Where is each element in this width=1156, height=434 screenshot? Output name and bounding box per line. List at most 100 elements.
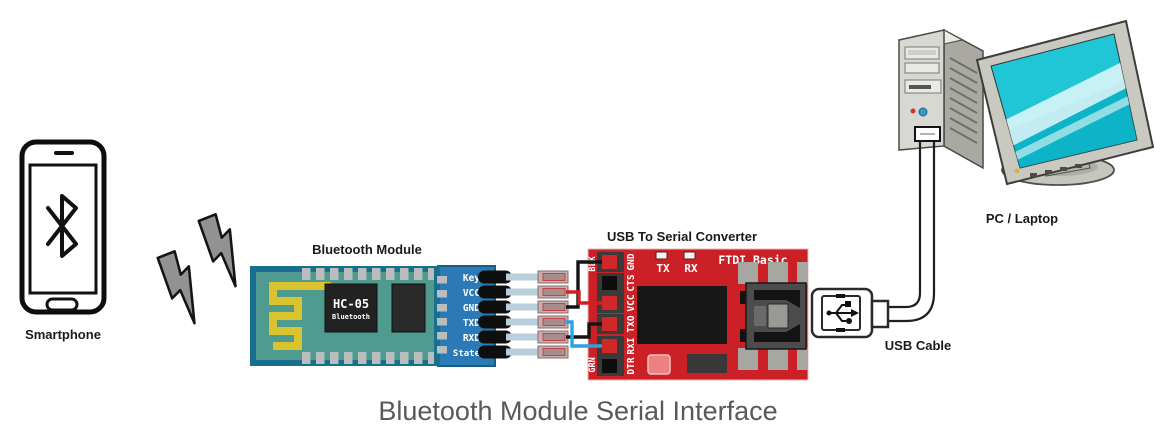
bt-pin	[478, 345, 512, 359]
usb-pad	[797, 262, 808, 284]
usb-trident-icon	[826, 301, 859, 324]
wire-stub	[506, 333, 540, 341]
conv-pin-label-cts: CTS	[626, 274, 637, 291]
wire-stub	[506, 348, 540, 356]
pcb-antenna	[269, 282, 331, 350]
mini-usb-socket	[740, 282, 807, 350]
wire-gnd-black	[566, 260, 608, 309]
conv-pin-label-gnd: GND	[626, 253, 637, 270]
conv-pin-label-vcc: VCC	[626, 294, 637, 311]
pad-rxi	[602, 339, 617, 353]
wireless-signal	[156, 213, 237, 325]
socket-tongue	[767, 303, 789, 329]
wire-stub	[506, 303, 540, 311]
converter-pin-header	[597, 252, 624, 376]
wire-rxd-black	[566, 322, 608, 339]
smartphone: Smartphone	[19, 139, 107, 342]
plug-strain-relief	[870, 299, 890, 329]
socket-detail	[754, 306, 766, 326]
ftdi-chip	[637, 286, 727, 344]
wire-txd-blue	[566, 320, 608, 348]
diagram-title: Bluetooth Module Serial Interface	[378, 396, 777, 426]
bt-pin	[478, 315, 512, 329]
connector-inner	[542, 318, 566, 326]
screen-glare	[991, 48, 1137, 165]
tx-label: TX	[656, 262, 670, 275]
wire-stub	[506, 273, 540, 281]
reset-button	[647, 354, 671, 375]
rx-led	[683, 251, 696, 260]
screen-glare	[991, 85, 1137, 168]
phone-speaker	[54, 151, 74, 155]
pad-gnd	[602, 255, 617, 269]
smartphone-label: Smartphone	[25, 327, 101, 342]
bt-pin-label-txd: TXD	[463, 318, 480, 329]
hc05-chip-name: HC-05	[333, 297, 369, 311]
cable-line	[888, 140, 936, 323]
bluetooth-icon	[46, 194, 78, 258]
connector-inner	[542, 333, 566, 341]
monitor-buttons	[1030, 164, 1082, 177]
bt-pin-label-state: State	[453, 349, 481, 359]
usb-pad	[768, 348, 788, 370]
usb-pad	[797, 348, 808, 370]
floppy-slot	[909, 85, 931, 89]
socket-detail	[754, 324, 800, 342]
connector-inner	[542, 303, 566, 311]
plug-notch	[836, 294, 845, 298]
bt-pin-label-key: Key	[463, 273, 480, 284]
conv-pin-label-txo: TXO	[626, 315, 637, 332]
wires	[566, 260, 608, 348]
wire-vcc-red	[566, 290, 608, 305]
converter-pin-pads	[602, 255, 617, 373]
usb-pad	[738, 262, 758, 284]
monitor-led	[1014, 168, 1020, 174]
phone-home-button	[45, 297, 79, 312]
conv-pin-label-rxi: RXI	[626, 337, 637, 354]
pad-cts	[602, 276, 617, 290]
lightning-bolt-icon	[197, 213, 237, 288]
screen-reflections	[991, 48, 1137, 168]
grn-corner-label: GRN	[588, 357, 598, 372]
bt-pin	[478, 285, 512, 299]
wire-stub	[506, 318, 540, 326]
usb-pad	[738, 348, 758, 370]
power-led	[910, 108, 916, 114]
lightning-bolt-icon	[156, 250, 196, 325]
socket-tab	[740, 329, 748, 342]
pad-dtr	[602, 359, 617, 373]
usb-pad	[768, 262, 788, 284]
usb-plug	[810, 287, 890, 339]
bt-pin	[478, 330, 512, 344]
bluetooth-module: Bluetooth Module HC-05 Bluetooth Key VCC…	[250, 242, 569, 367]
bt-header-pins	[478, 270, 512, 359]
pc-label: PC / Laptop	[986, 211, 1058, 226]
pad-vcc	[602, 296, 617, 310]
usb-cable-group: USB Cable	[810, 126, 951, 353]
jumper-connectors	[506, 270, 569, 359]
bluetooth-module-label: Bluetooth Module	[312, 242, 422, 257]
socket-detail	[754, 290, 800, 308]
bt-pin-label-vcc: VCC	[463, 288, 480, 299]
power-button	[918, 107, 928, 117]
bt-secondary-chip	[391, 283, 426, 333]
bt-pin-label-rxd: RXD	[463, 333, 480, 344]
usb-cable-label: USB Cable	[885, 338, 951, 353]
drive-bay	[904, 62, 940, 74]
pc-monitor: PC / Laptop	[975, 19, 1155, 226]
rx-label: RX	[684, 262, 698, 275]
conv-pin-label-dtr: DTR	[626, 357, 637, 374]
tower-vents	[949, 57, 978, 144]
connector-inner	[542, 273, 566, 281]
converter-label: USB To Serial Converter	[607, 229, 757, 244]
smd-component	[687, 354, 727, 373]
socket-tab	[740, 291, 748, 304]
pad-txo	[602, 317, 617, 331]
hc05-chip	[324, 283, 378, 333]
connector-inner	[542, 288, 566, 296]
bt-pin-label-gnd: GND	[463, 303, 480, 314]
wire-stub	[506, 288, 540, 296]
bt-pin	[478, 270, 512, 284]
